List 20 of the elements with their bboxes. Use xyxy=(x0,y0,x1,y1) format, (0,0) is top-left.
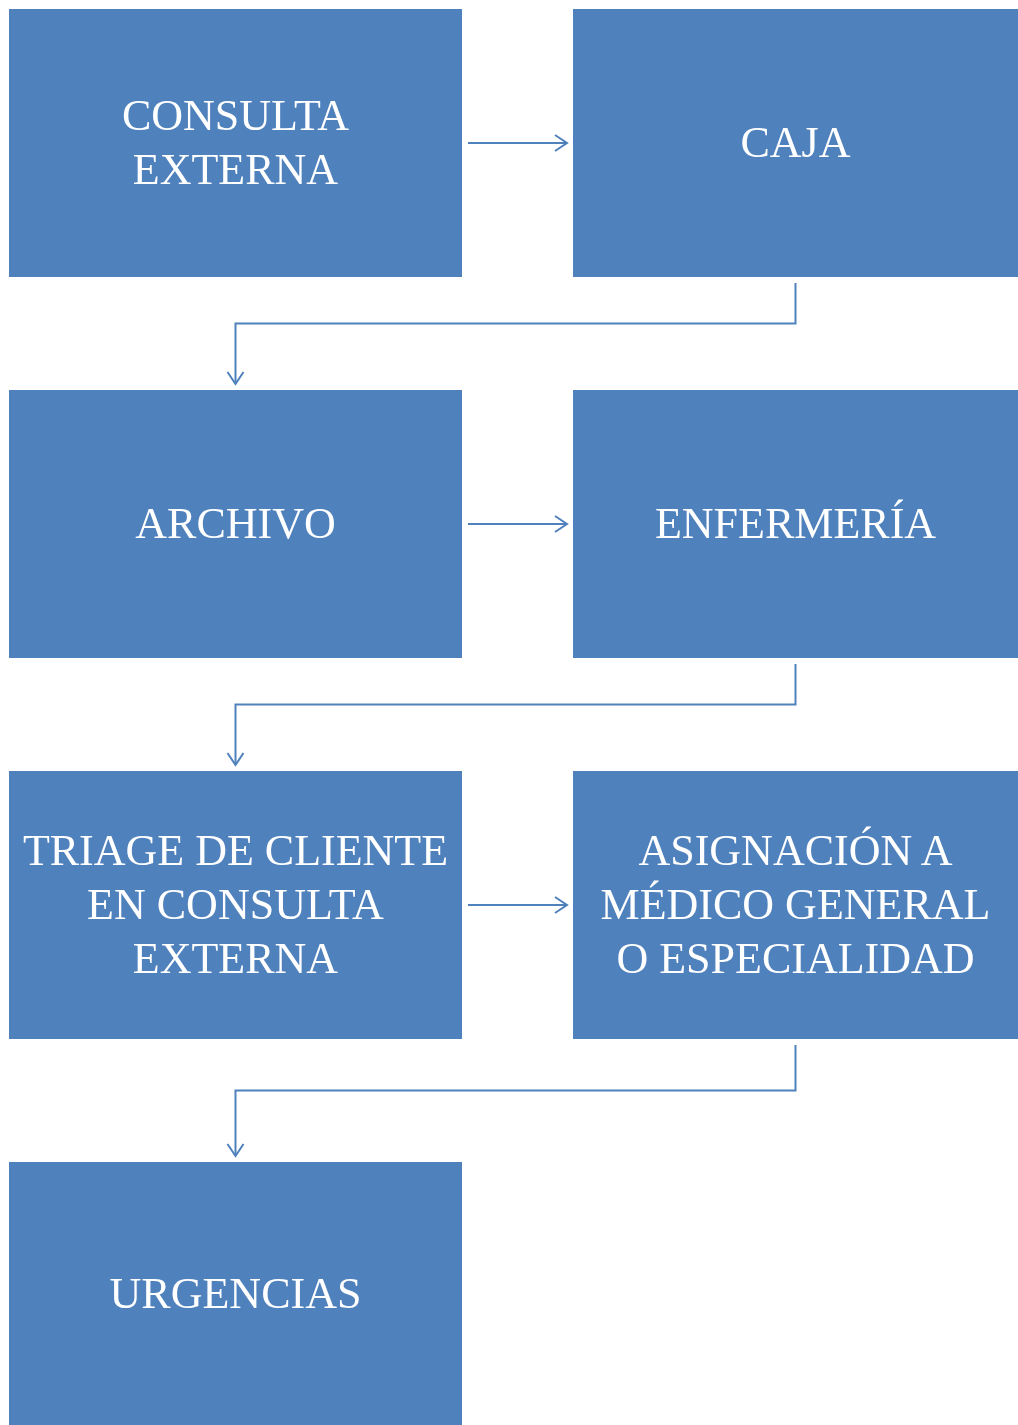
box-label: ARCHIVO xyxy=(135,498,336,550)
arrow xyxy=(226,1044,797,1157)
arrow xyxy=(226,663,797,766)
box-label: CAJA xyxy=(740,117,851,169)
box-label: ASIGNACIÓN A MÉDICO GENERAL O ESPECIALIDAD xyxy=(599,825,992,985)
process-box xyxy=(9,390,462,658)
arrow xyxy=(226,282,797,385)
process-box xyxy=(573,771,1018,1039)
box-label: URGENCIAS xyxy=(109,1267,362,1320)
process-box xyxy=(573,390,1018,658)
arrow xyxy=(467,515,568,533)
box-label: TRIAGE DE CLIENTE EN CONSULTA EXTERNA xyxy=(21,825,450,985)
box-label: ENFERMERÍA xyxy=(654,498,937,550)
process-box xyxy=(573,9,1018,277)
arrow xyxy=(467,134,568,152)
arrow xyxy=(467,896,568,914)
process-box xyxy=(9,1162,462,1425)
process-box xyxy=(9,771,462,1039)
box-label: CONSULTA EXTERNA xyxy=(120,90,351,196)
process-box xyxy=(9,9,462,277)
